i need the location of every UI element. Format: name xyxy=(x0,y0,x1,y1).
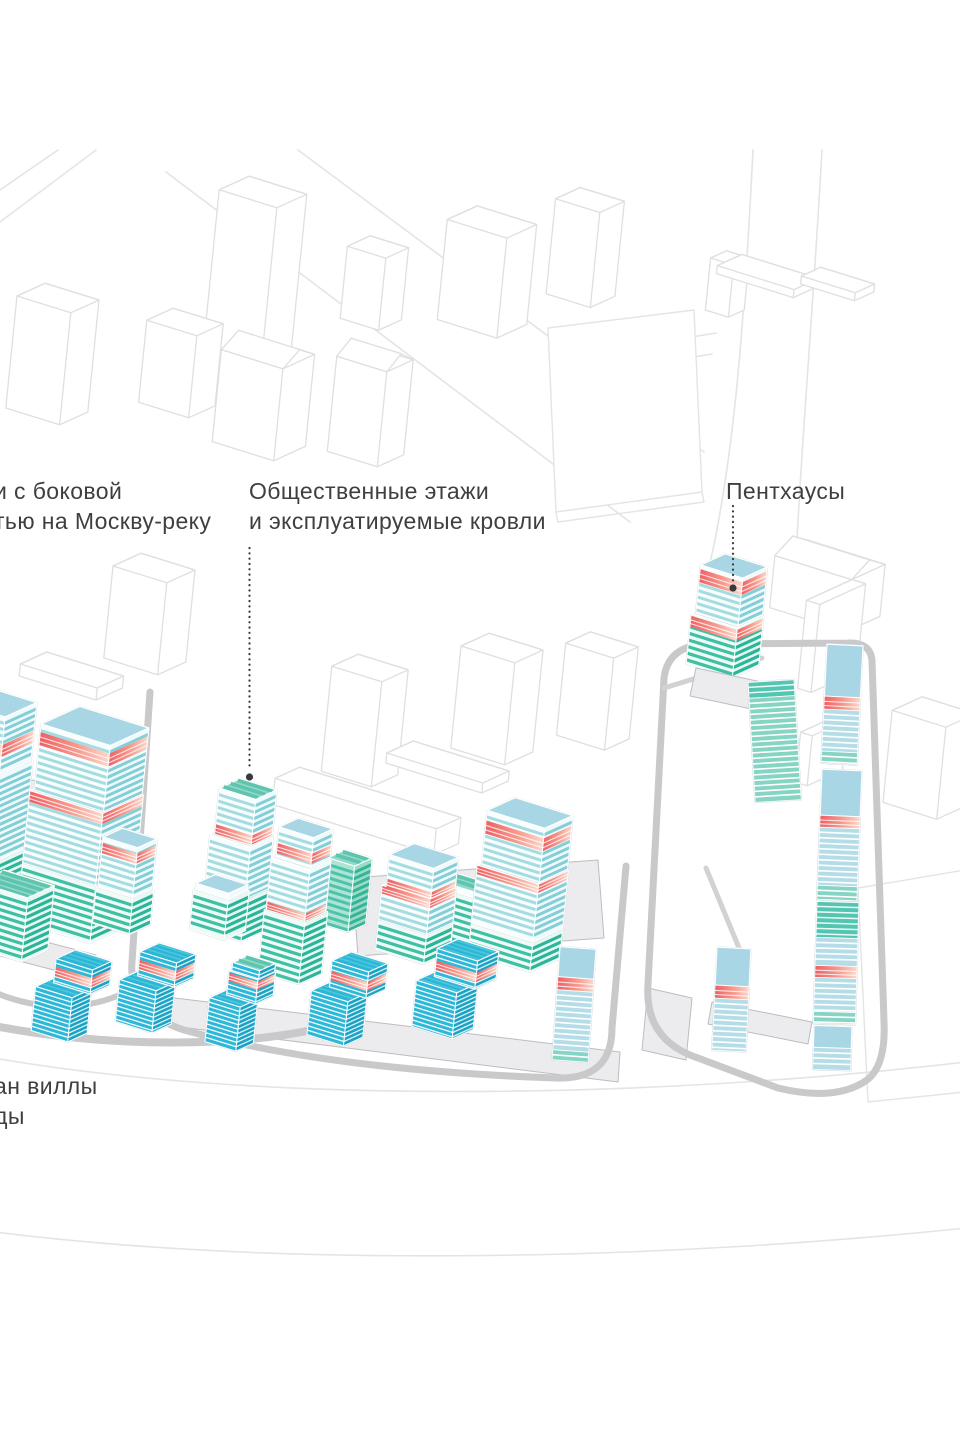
label-line: Общественные этажи xyxy=(249,478,490,504)
label-line: и с боковой xyxy=(0,478,123,504)
label-penthouses: Пентхаусы xyxy=(726,476,845,506)
leader-dot-penthouses xyxy=(729,584,737,592)
leader-dot-public-floors xyxy=(245,773,254,781)
label-urban-villas: ан виллы ды xyxy=(0,1072,98,1132)
background-city-wireframe xyxy=(5,175,960,1103)
cluster-right xyxy=(685,552,864,1072)
cluster-left xyxy=(0,690,158,1043)
leader-lines xyxy=(245,504,737,781)
label-line: Пентхаусы xyxy=(726,478,846,504)
label-line: и эксплуатируемые кровли xyxy=(249,508,546,534)
label-line: ды xyxy=(0,1103,25,1129)
label-side-facing-moscow-river: и с боковой тью на Москву-реку xyxy=(0,476,211,536)
cluster-center xyxy=(114,766,597,1064)
label-line: ан виллы xyxy=(0,1073,98,1099)
label-line: тью на Москву-реку xyxy=(0,508,212,534)
label-public-floors-roofs: Общественные этажи и эксплуатируемые кро… xyxy=(249,476,546,536)
